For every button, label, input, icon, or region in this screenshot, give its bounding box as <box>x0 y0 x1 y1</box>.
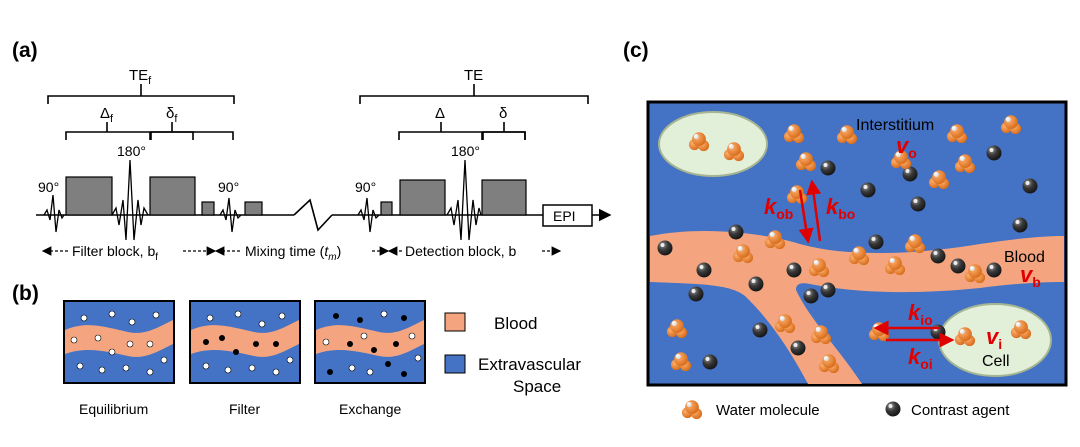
v-o-label: vo <box>896 133 917 161</box>
legend-blood-label: Blood <box>494 314 537 333</box>
cell-top-left <box>658 111 768 177</box>
rate-arrows <box>798 179 955 348</box>
legend-contrast-label: Contrast agent <box>911 402 1010 419</box>
legend-extravascular-label: Extravascular <box>478 355 581 374</box>
filter-block-label: Filter block, bf <box>72 243 158 263</box>
caption-equilibrium: Equilibrium <box>79 401 148 417</box>
panel-c-label: (c) <box>623 39 649 62</box>
blood-label: Blood <box>1004 249 1045 266</box>
mixing-time-label: Mixing time (tm) <box>245 243 341 263</box>
epi-label: EPI <box>553 208 576 224</box>
detection-block-label: Detection block, b <box>405 243 516 259</box>
panel-a-label: (a) <box>12 39 38 62</box>
legend-water-label: Water molecule <box>716 402 820 419</box>
pulse-90-label-3: 90° <box>355 179 376 195</box>
delta-bracket <box>398 122 526 140</box>
small-delta-bracket <box>482 122 526 140</box>
legend-contrast-icon <box>885 401 901 417</box>
small-delta-f-bracket <box>150 122 194 140</box>
pulse-180-label-2: 180° <box>451 143 480 159</box>
panel-b-label: (b) <box>12 282 39 305</box>
panel-c: (c) <box>623 39 1068 420</box>
legend-blood-swatch <box>444 312 466 332</box>
te-label: TE <box>464 67 483 84</box>
legend-water-icon <box>681 400 703 420</box>
k-oi-label: koi <box>908 344 933 372</box>
delta-label: Δ <box>435 105 445 122</box>
gradient-blocks <box>65 176 527 216</box>
te-f-bracket <box>47 84 235 104</box>
delta-f-label: Δf <box>100 105 114 125</box>
rf-pulses <box>43 159 482 241</box>
caption-filter: Filter <box>229 401 260 417</box>
v-b-label: vb <box>1020 262 1041 290</box>
small-delta-f-label: δf <box>166 105 178 125</box>
caption-exchange: Exchange <box>339 401 401 417</box>
v-i-label: vi <box>986 324 1002 352</box>
k-ob-label: kob <box>764 194 793 222</box>
panel-a: (a) TEf Δf δf TE Δ <box>12 39 612 263</box>
legend-extravascular-swatch <box>444 354 466 374</box>
epi-box <box>542 204 593 227</box>
k-io-label: kio <box>908 300 933 328</box>
box-equilibrium: Equilibrium <box>63 300 175 417</box>
te-f-label: TEf <box>129 67 152 87</box>
te-bracket <box>359 84 589 104</box>
pulse-180-label-1: 180° <box>117 143 146 159</box>
panel-b: (b) Equilibrium Filter <box>12 282 581 417</box>
cell-label: Cell <box>982 353 1010 370</box>
pulse-90-label-2: 90° <box>218 179 239 195</box>
delta-f-bracket <box>65 122 234 140</box>
small-delta-label: δ <box>499 105 507 122</box>
box-exchange: Exchange <box>314 300 426 417</box>
box-filter: Filter <box>189 300 301 417</box>
legend-space-label: Space <box>513 377 561 396</box>
k-bo-label: kbo <box>826 194 855 222</box>
pulse-90-label-1: 90° <box>38 179 59 195</box>
interstitium-label: Interstitium <box>856 117 934 134</box>
